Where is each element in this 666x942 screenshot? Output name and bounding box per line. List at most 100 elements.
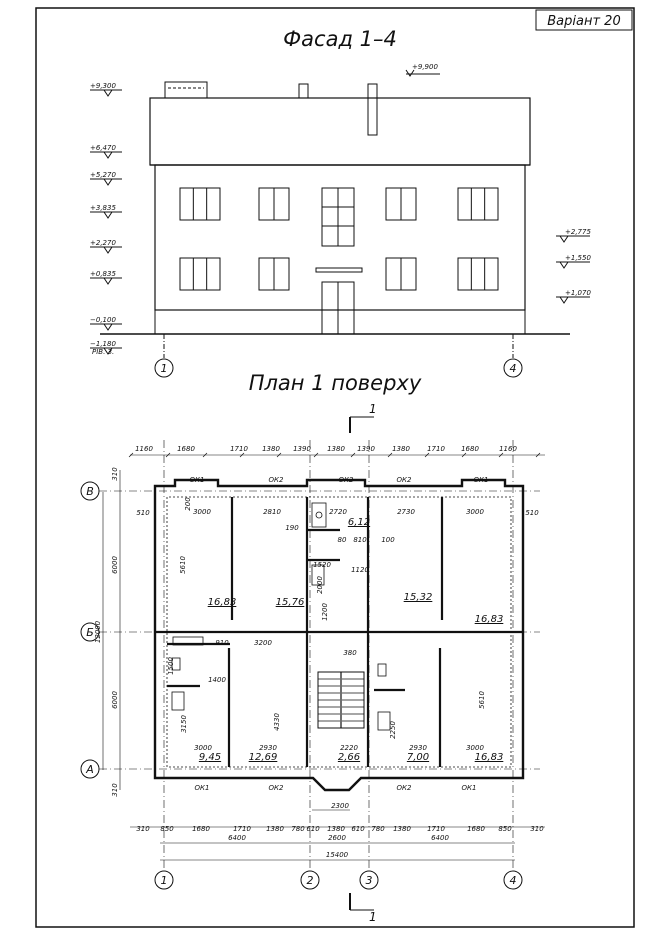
window-tag-top-1: ОК2 [269, 476, 284, 484]
bottom-dim-10: 1380 [393, 825, 411, 833]
room-dim-top-1: 2810 [263, 508, 281, 516]
misc-dim-16: 2250 [389, 721, 397, 739]
room-dim-bottom-0: 3000 [194, 744, 212, 752]
bottom-dim-1: 850 [160, 825, 174, 833]
vertical-dims: 12000 6000 6000 310 310 [94, 467, 119, 797]
room-dim-top-4: 3000 [466, 508, 484, 516]
window-tag-bottom-0: ОК1 [195, 784, 210, 792]
misc-dim-5: 100 [381, 536, 395, 544]
left-mark-0: +9,300 [90, 82, 116, 90]
sheet-border [35, 7, 635, 928]
col-axis-1: 2 [307, 874, 314, 887]
misc-dim-2: 200 [184, 497, 192, 511]
stair [317, 671, 365, 729]
row-axis-0: В [86, 485, 94, 498]
top-dim-0: 1160 [135, 445, 153, 453]
top-dim-1: 1680 [177, 445, 195, 453]
section-mark-top-label: 1 [369, 402, 377, 416]
room-dim-bottom-3: 2930 [409, 744, 427, 752]
left-mark-6: −0,100 [90, 316, 116, 324]
facade-wall [100, 164, 570, 335]
left-mark-1: +6,470 [90, 144, 116, 152]
overall-dim-0: 6400 [228, 834, 246, 842]
room-dim-bottom-2: 2220 [340, 744, 358, 752]
vert-dim-0: 12000 [94, 620, 102, 643]
vert-dim-3: 310 [111, 467, 119, 481]
col-axis-3: 4 [510, 874, 517, 887]
top-dim-2: 1710 [230, 445, 248, 453]
vert-dim-2: 6000 [111, 691, 119, 709]
section-mark-bottom-label: 1 [369, 910, 377, 924]
room-dim-top-2: 2720 [329, 508, 347, 516]
row-axis-2: А [85, 763, 94, 776]
plan-row-axes: В Б А [80, 481, 540, 779]
facade-roof [149, 81, 531, 166]
bottom-dim-3: 1710 [233, 825, 251, 833]
bottom-dim-14: 310 [530, 825, 544, 833]
top-dim-10: 1160 [499, 445, 517, 453]
room-area-9: 16,83 [475, 752, 504, 763]
room-area-6: 12,69 [249, 752, 278, 763]
misc-dim-8: 1120 [351, 566, 369, 574]
facade-windows-lower [179, 257, 499, 291]
row-axis-1: Б [86, 626, 94, 639]
plan-outer-walls [153, 478, 525, 792]
room-area-2: 6,12 [348, 517, 370, 528]
window-tag-top-4: ОК1 [474, 476, 489, 484]
top-dim-4: 1390 [293, 445, 311, 453]
window-tag-top-2: ОК2 [339, 476, 354, 484]
room-area-7: 2,66 [338, 752, 360, 763]
room-area-3: 15,32 [404, 592, 433, 603]
top-dim-3: 1380 [262, 445, 280, 453]
facade-axis-1: 1 [154, 334, 174, 378]
room-dim-bottom-5: 4330 [273, 713, 281, 731]
window-tag-bottom-1: ОК2 [269, 784, 284, 792]
ridge-mark-value: +9,900 [412, 63, 438, 71]
section-mark-bottom: 1 [349, 893, 377, 924]
facade-axis-4: 4 [503, 334, 523, 378]
misc-dim-7: 1520 [313, 561, 331, 569]
room-dim-bottom-1: 2930 [259, 744, 277, 752]
bottom-dim-5: 780 [291, 825, 305, 833]
misc-dim-14: 1400 [208, 676, 226, 684]
bottom-dim-0: 310 [136, 825, 150, 833]
room-dim-bottom-6: 3150 [180, 715, 188, 733]
col-axis-0: 1 [161, 874, 168, 887]
misc-dim-10: 1200 [321, 603, 329, 621]
room-area-0: 16,83 [208, 597, 237, 608]
overall-dim-3: 15400 [326, 851, 349, 859]
top-dim-8: 1710 [427, 445, 445, 453]
facade-level-marks-right: +2,775+1,550+1,070 [556, 228, 591, 304]
facade-title: Фасад 1–4 [283, 27, 397, 51]
bottom-dim-13: 850 [498, 825, 512, 833]
left-mark-7: −1,180 [90, 340, 116, 348]
plan-dim-lines [102, 454, 545, 861]
misc-dim-3: 190 [285, 524, 299, 532]
bottom-dim-7: 1380 [327, 825, 345, 833]
variant-badge: Варіант 20 [547, 14, 620, 29]
facade-axis-4-label: 4 [510, 362, 517, 375]
top-dim-7: 1380 [392, 445, 410, 453]
facade-level-marks-left: +9,300+6,470+5,270+3,835+2,270+0,835−0,1… [90, 82, 122, 355]
vert-dim-4: 310 [111, 783, 119, 797]
section-mark-top: 1 [349, 402, 377, 433]
vert-dim-1: 6000 [111, 556, 119, 574]
bottom-dim-12: 1680 [467, 825, 485, 833]
facade-entrance [315, 187, 363, 335]
window-tag-bottom-3: ОК1 [462, 784, 477, 792]
bottom-dim-4: 1380 [266, 825, 284, 833]
left-mark-3: +3,835 [90, 204, 116, 212]
variant-badge-box [535, 9, 633, 31]
facade-windows-upper [179, 187, 499, 221]
ground-label: РІВ. З. [92, 348, 114, 356]
misc-dim-13: 380 [343, 649, 357, 657]
bottom-dim-11: 1710 [427, 825, 445, 833]
room-area-8: 7,00 [407, 752, 429, 763]
